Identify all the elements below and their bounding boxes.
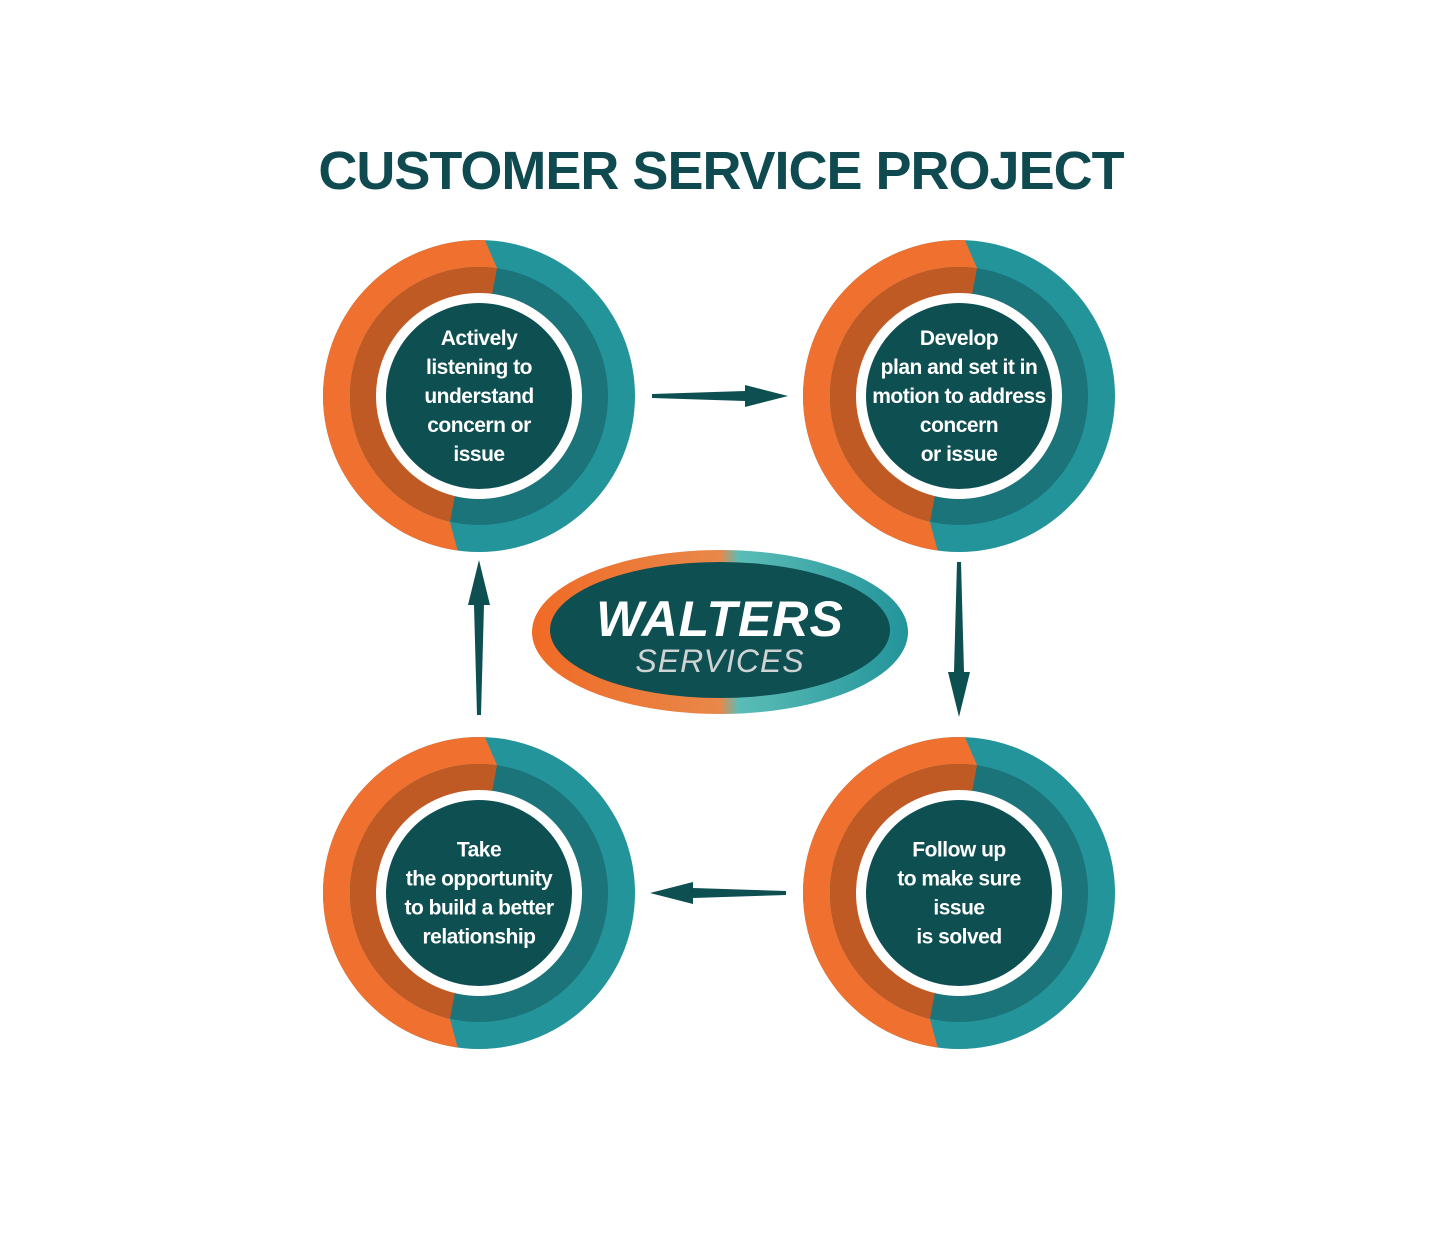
page-title: CUSTOMER SERVICE PROJECT (318, 141, 1124, 201)
core (866, 303, 1052, 489)
step-text-line: plan and set it in (881, 356, 1038, 379)
step-circle-1: Actively listening to understand concern or… (323, 240, 635, 552)
step-text-line: Take (457, 839, 501, 862)
step-text-line: listening to (426, 356, 532, 379)
walters-services-logo: WALTERS SERVICES (532, 550, 908, 714)
step-text-line: relationship (422, 926, 535, 949)
step-circle-2: Develop plan and set it in motion to addre… (803, 240, 1115, 552)
arrow-up (468, 560, 490, 715)
core (386, 800, 572, 986)
step-text-line: is solved (916, 926, 1001, 949)
step-text-line: Develop (920, 327, 998, 350)
step-text-line: issue (933, 897, 984, 920)
step-text-line: or issue (921, 443, 998, 466)
step-text-line: to build a better (405, 897, 554, 920)
logo-walters: WALTERS (596, 591, 844, 647)
step-text-line: to make sure (897, 868, 1021, 891)
core (386, 303, 572, 489)
arrow-down (948, 562, 970, 717)
step-text-line: understand (424, 385, 533, 408)
step-text-line: Follow up (912, 839, 1005, 862)
step-text-line: concern or (427, 414, 531, 437)
step-circle-3: Follow up to make sure issue is solved (803, 737, 1115, 1049)
step-text-line: motion to address (872, 385, 1046, 408)
arrow-right (652, 385, 788, 407)
arrow-left (650, 882, 786, 904)
step-circle-4: Take the opportunity to build a better rela… (323, 737, 635, 1049)
step-text-line: issue (453, 443, 504, 466)
step-text-line: the opportunity (406, 868, 553, 891)
logo-services: SERVICES (635, 643, 804, 679)
step-text-line: Actively (441, 327, 518, 350)
core (866, 800, 1052, 986)
step-text-line: concern (920, 414, 998, 437)
